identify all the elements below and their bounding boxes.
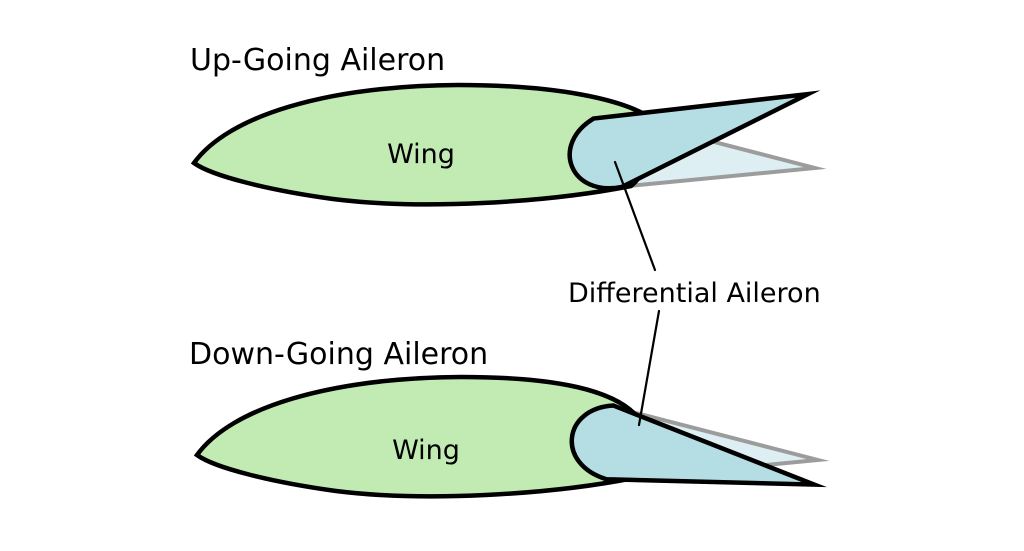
bottom-aileron-pointer-line — [637, 309, 661, 427]
differential-aileron-label: Differential Aileron — [568, 278, 821, 309]
down-going-section: Down-Going Aileron Wing — [189, 309, 821, 504]
top-aileron-pointer-line — [613, 160, 657, 272]
top-wing-label: Wing — [387, 139, 455, 170]
bottom-wing-label: Wing — [392, 435, 460, 466]
up-going-section: Up-Going Aileron Wing — [190, 43, 815, 272]
up-going-title: Up-Going Aileron — [190, 43, 445, 78]
down-going-title: Down-Going Aileron — [189, 337, 488, 372]
